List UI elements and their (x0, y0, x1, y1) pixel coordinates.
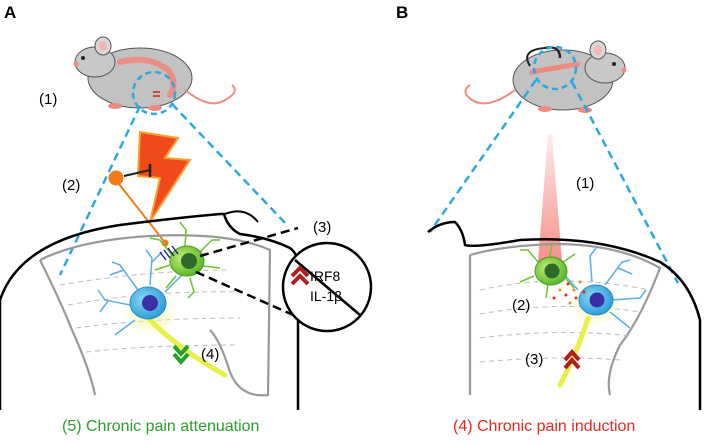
laser-beam (538, 134, 562, 262)
panel-a-caption: (5) Chronic pain attenuation (62, 418, 259, 435)
neuron-b (557, 247, 647, 388)
spinal-cord-a (0, 210, 300, 410)
panel-a-label: A (4, 3, 16, 22)
zoom-line-b-left (428, 79, 538, 233)
panel-a-step-4: (4) (201, 346, 219, 363)
panel-b: B (1) (396, 3, 702, 435)
marker-il1b: IL-1β (310, 288, 342, 304)
panel-b-step-1: (1) (576, 175, 594, 192)
panel-a-step-2: (2) (62, 177, 80, 194)
panel-b-step-2: (2) (512, 297, 530, 314)
microglia-b (519, 243, 576, 299)
up-arrows-b-icon (563, 348, 581, 370)
zoom-line-a-right (171, 103, 289, 227)
panel-a-step-1: (1) (39, 91, 57, 108)
lightning-icon (136, 130, 192, 223)
zoom-circle-a (131, 70, 177, 116)
panel-b-step-3: (3) (525, 351, 543, 368)
panel-a-step-3: (3) (313, 219, 331, 236)
mouse-a (73, 36, 236, 116)
zoom-circle-b (532, 45, 578, 91)
cytokine-dots (552, 280, 586, 305)
zoom-line-a-left (58, 105, 142, 276)
panel-b-label: B (396, 3, 408, 22)
panel-b-caption: (4) Chronic pain induction (453, 418, 635, 435)
inhibited-markers-circle: IRF8 IL-1β (281, 241, 373, 333)
down-arrows-icon (172, 344, 190, 366)
inhibitory-neuron-a (108, 170, 124, 186)
zoom-line-b-right (570, 81, 680, 284)
panel-a: A (1) (2) (0, 3, 373, 435)
mouse-b (464, 40, 627, 113)
marker-irf8: IRF8 (310, 268, 341, 284)
microglia-a (149, 221, 221, 299)
up-arrows-icon (290, 265, 310, 286)
